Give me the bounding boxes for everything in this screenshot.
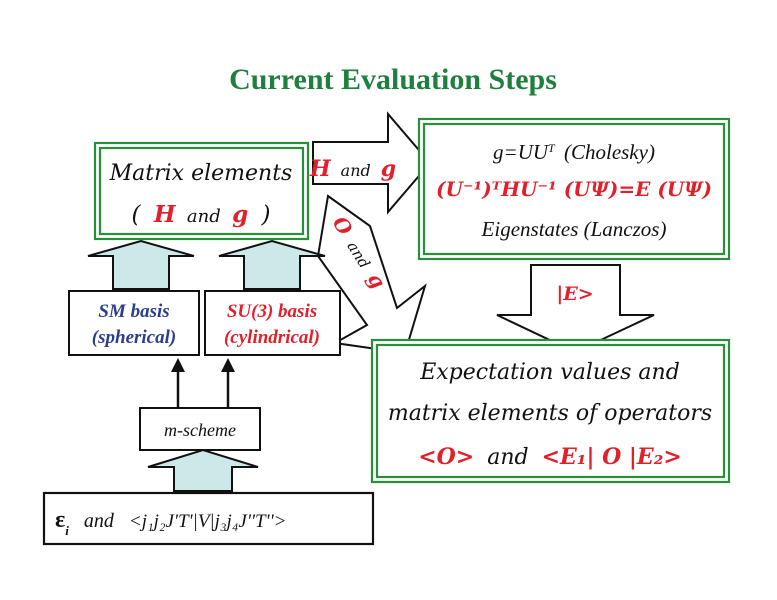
input-line: εi and <j₁j₂J'T'|V|j₃j₄J''T''> (55, 507, 287, 538)
sm-up-arrow (87, 239, 195, 290)
cholesky-lanczos-box: g=UUT (Cholesky) (U⁻¹)ᵀHU⁻¹ (UΨ)=E (UΨ) … (417, 117, 731, 261)
eigenstate-arrow-label: |E> (556, 283, 593, 305)
mscheme-to-sm-arrow (171, 358, 185, 408)
input-box: εi and <j₁j₂J'T'|V|j₃j₄J''T''> (42, 491, 375, 546)
su3-basis-label: SU(3) basis (227, 301, 317, 322)
o-and-g-arrow: O and g (316, 194, 427, 355)
sm-basis-sublabel: (spherical) (92, 327, 176, 348)
matrix-elements-box: Matrix elements ( H and g ) (93, 141, 310, 241)
cholesky-line: g=UUT (Cholesky) (493, 140, 655, 164)
lanczos-line: Eigenstates (Lanczos) (481, 217, 667, 241)
h-and-g-arrow: H and g (309, 111, 432, 215)
eigenstate-arrow: |E> (496, 264, 655, 354)
su3-basis-box: SU(3) basis (cylindrical) (204, 290, 341, 356)
h-and-g-arrow-label: H and g (309, 156, 396, 182)
diagram-title: Current Evaluation Steps (229, 63, 557, 96)
sm-basis-box: SM basis (spherical) (68, 290, 200, 356)
expectation-line-2: matrix elements of operators (388, 401, 712, 426)
m-scheme-label: m-scheme (164, 420, 236, 440)
expectation-values-box: Expectation values and matrix elements o… (370, 338, 731, 484)
input-up-arrow (147, 448, 259, 492)
expectation-line-3: <O> and <E₁| O |E₂> (418, 444, 682, 470)
su3-up-arrow (218, 239, 326, 290)
matrix-elements-operands: ( H and g ) (132, 201, 271, 228)
eigen-equation: (U⁻¹)ᵀHU⁻¹ (UΨ)=E (UΨ) (436, 177, 712, 201)
sm-basis-label: SM basis (98, 301, 169, 322)
su3-basis-sublabel: (cylindrical) (224, 327, 320, 348)
matrix-elements-label: Matrix elements (109, 161, 293, 186)
expectation-line-1: Expectation values and (419, 360, 680, 385)
mscheme-to-su3-arrow (221, 358, 235, 408)
m-scheme-box: m-scheme (139, 407, 261, 451)
